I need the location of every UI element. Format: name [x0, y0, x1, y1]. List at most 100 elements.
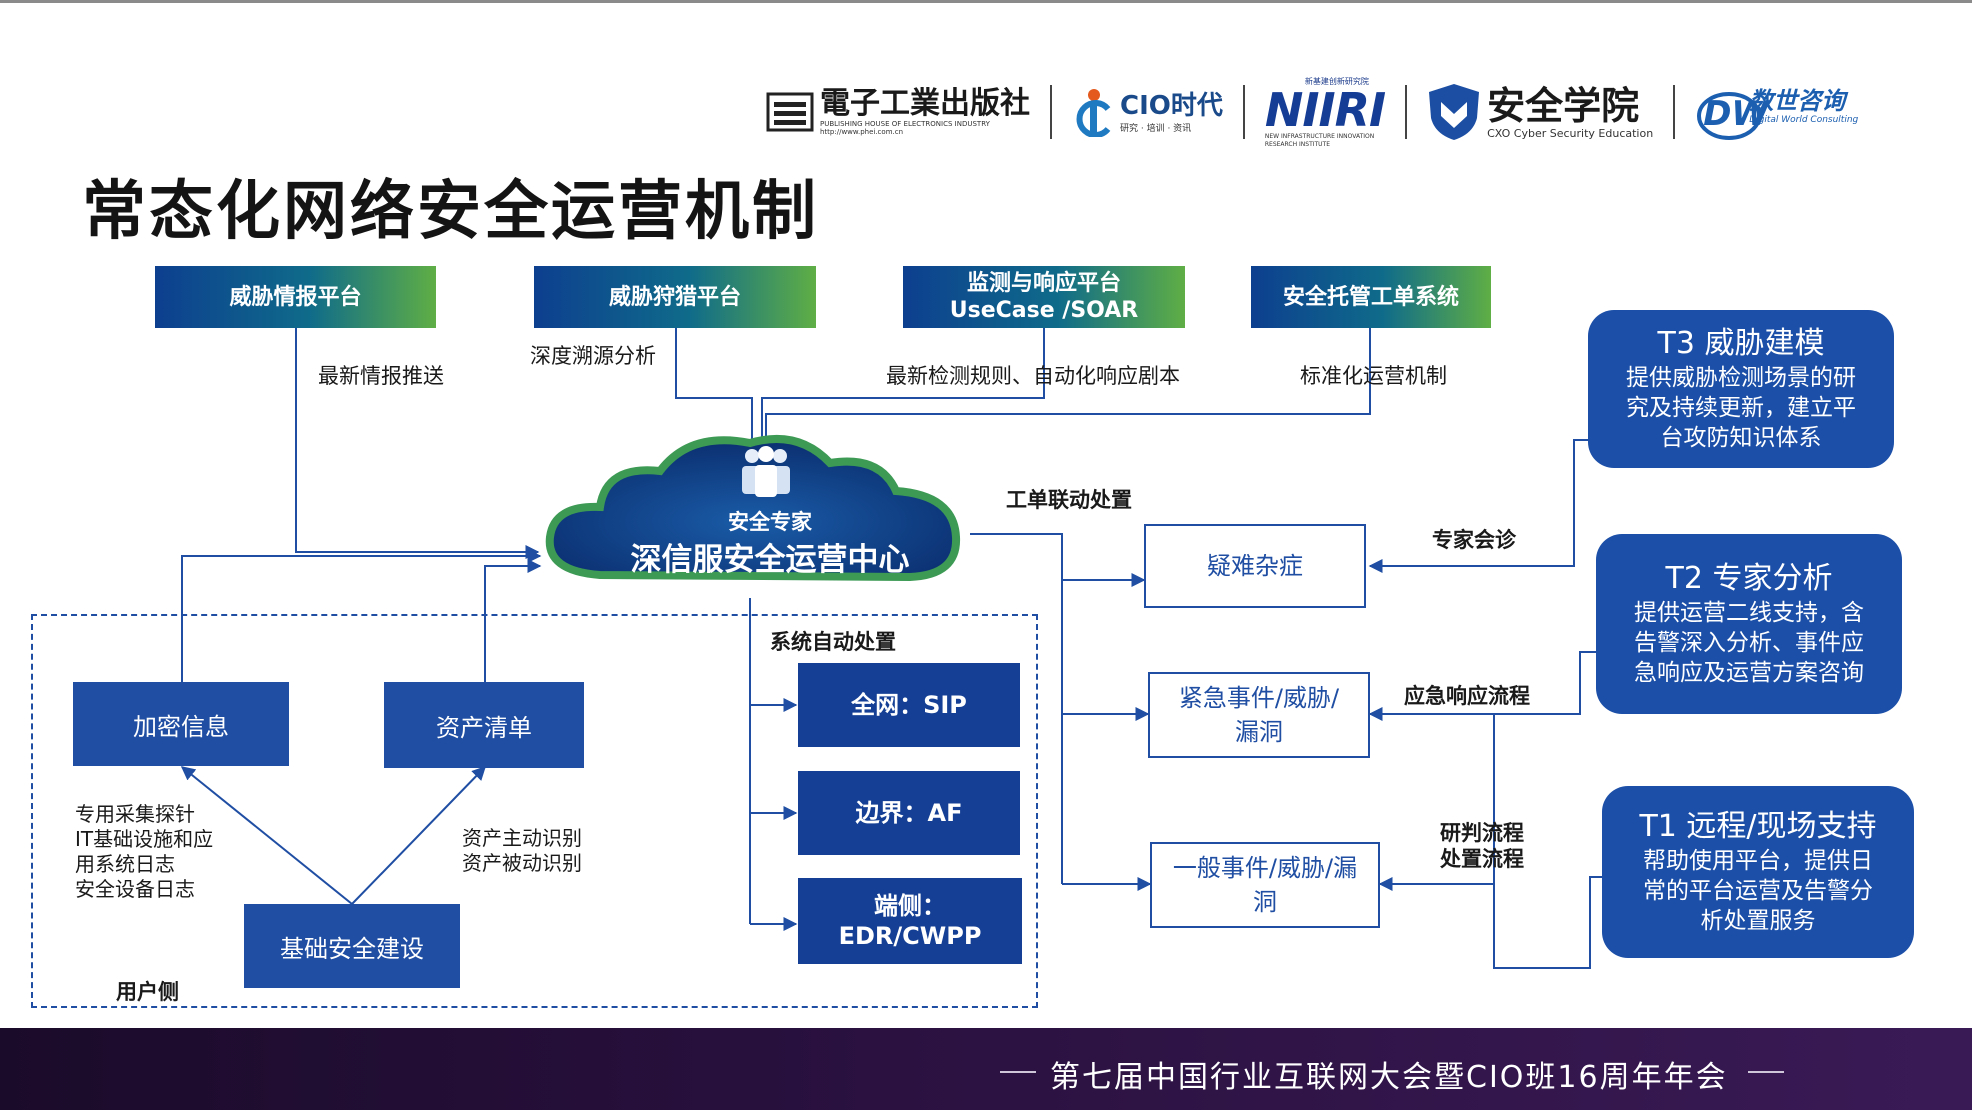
threat-intel-platform: 威胁情报平台 [155, 266, 436, 328]
academy-logo: 安全学院 CXO Cyber Security Education [1411, 72, 1669, 152]
dw-logo: DW 数世咨询 Digital World Consulting [1679, 72, 1874, 152]
tier-line: 提供运营二线支持，含 [1634, 600, 1864, 626]
footer-banner [0, 1028, 1972, 1110]
tier-line: 析处置服务 [1700, 908, 1816, 934]
tier-t3-box: T3 威胁建模 提供威胁检测场景的研 究及持续更新，建立平 台攻防知识体系 [1588, 310, 1894, 468]
ticket-system-platform: 安全托管工单系统 [1251, 266, 1491, 328]
niiri-logo: 新基建创新研究院 NIIRI NEW INFRASTRUCTURE INNOVA… [1249, 72, 1401, 152]
user-side-label: 用户侧 [116, 980, 179, 1004]
tier-line: 提供威胁检测场景的研 [1626, 365, 1856, 391]
phei-emblem-icon [766, 92, 814, 132]
event-line: 漏洞 [1235, 718, 1283, 746]
note-line: 资产主动识别 [462, 826, 582, 850]
tier-line: 台攻防知识体系 [1660, 425, 1822, 451]
academy-name: 安全学院 [1487, 83, 1640, 128]
tier-title: T2 专家分析 [1665, 561, 1833, 596]
note-line: 用系统日志 [75, 852, 175, 876]
dw-sub: Digital World Consulting [1749, 115, 1859, 125]
niiri-name: NIIRI [1264, 82, 1386, 137]
platform-label: 安全托管工单系统 [1282, 284, 1459, 310]
phei-logo: 電子工業出版社 PUBLISHING HOUSE OF ELECTRONICS … [750, 72, 1046, 152]
auto-box-af: 边界：AF [798, 771, 1020, 855]
cloud-title: 深信服安全运营中心 [630, 542, 910, 578]
threat-hunting-platform: 威胁狩猎平台 [534, 266, 816, 328]
top-border [0, 0, 1972, 3]
note-line: 专用采集探针 [75, 802, 195, 826]
platform-label: 威胁狩猎平台 [608, 284, 741, 310]
event-line: 一般事件/威胁/漏 [1172, 854, 1358, 882]
phei-sub2: http://www.phei.com.cn [820, 128, 904, 136]
hard-case-box: 疑难杂症 [1144, 524, 1366, 608]
footer-rule-left [1000, 1071, 1036, 1073]
note-line: IT基础设施和应 [75, 827, 214, 851]
cio-logo: CIO时代 研究 · 培训 · 资讯 [1056, 72, 1239, 152]
cio-name: CIO时代 [1120, 90, 1223, 121]
platform-label: 威胁情报平台 [229, 284, 362, 310]
asset-notes: 资产主动识别 资产被动识别 [462, 826, 582, 876]
page-title: 常态化网络安全运营机制 [82, 175, 819, 249]
soc-cloud [545, 434, 961, 582]
encrypted-info-box: 加密信息 [73, 682, 289, 766]
logo-separator [1242, 85, 1245, 139]
tier-line: 告警深入分析、事件应 [1634, 630, 1864, 656]
academy-sub: CXO Cyber Security Education [1487, 126, 1654, 140]
judge-line: 研判流程 [1440, 821, 1524, 845]
tier-t1-box: T1 远程/现场支持 帮助使用平台，提供日 常的平台运营及告警分 析处置服务 [1602, 786, 1914, 958]
shield-icon [1429, 84, 1480, 140]
ticket-linkage-label: 工单联动处置 [1006, 488, 1132, 512]
judge-line: 处置流程 [1440, 847, 1524, 871]
caption-detection-rules: 最新检测规则、自动化响应剧本 [886, 364, 1180, 388]
auto-box-sip: 全网：SIP [798, 663, 1020, 747]
phei-name: 電子工業出版社 [820, 86, 1030, 121]
tier-title: T1 远程/现场支持 [1639, 809, 1877, 844]
event-line: 紧急事件/威胁/ [1178, 684, 1340, 712]
platform-label-2: UseCase /SOAR [949, 298, 1139, 323]
tier-line: 帮助使用平台，提供日 [1643, 848, 1873, 874]
asset-list-box: 资产清单 [384, 682, 584, 768]
emergency-flow-label: 应急响应流程 [1404, 684, 1530, 708]
tier-line: 究及持续更新，建立平 [1626, 395, 1856, 421]
cio-emblem-icon [1076, 89, 1111, 137]
expert-group-icon [742, 446, 790, 497]
dw-name: 数世咨询 [1749, 87, 1846, 115]
tier-line: 急响应及运营方案咨询 [1634, 660, 1864, 686]
auto-box-line-2: EDR/CWPP [838, 922, 982, 950]
niiri-top: 新基建创新研究院 [1304, 76, 1369, 86]
tier-line: 常的平台运营及告警分 [1643, 878, 1873, 904]
logo-separator [1673, 85, 1676, 139]
auto-box-line: 端侧： [874, 892, 946, 920]
collection-notes: 专用采集探针 IT基础设施和应 用系统日志 安全设备日志 [75, 802, 213, 902]
urgent-event-box: 紧急事件/威胁/ 漏洞 [1148, 672, 1370, 758]
auto-box-line: 全网：SIP [851, 691, 967, 719]
caption-standard-ops: 标准化运营机制 [1300, 364, 1447, 388]
auto-box-edr: 端侧： EDR/CWPP [798, 878, 1022, 964]
footer-rule-right [1748, 1071, 1784, 1073]
logo-bar: 電子工業出版社 PUBLISHING HOUSE OF ELECTRONICS … [750, 72, 1874, 152]
general-event-box: 一般事件/威胁/漏 洞 [1150, 842, 1380, 928]
platform-label: 监测与响应平台 [966, 271, 1121, 296]
niiri-sub: NEW INFRASTRUCTURE INNOVATION RESEARCH I… [1264, 132, 1375, 148]
auto-box-line: 边界：AF [855, 799, 963, 827]
logo-separator [1050, 85, 1052, 139]
user-side-region [31, 614, 1038, 1008]
logo-separator [1405, 85, 1408, 139]
dw-mark: DW [1703, 94, 1769, 134]
expert-consult-label: 专家会诊 [1432, 528, 1516, 552]
dw-emblem-icon [1697, 92, 1762, 140]
cloud-subtitle: 安全专家 [728, 510, 812, 534]
caption-deep-trace: 深度溯源分析 [530, 344, 656, 368]
footer-text: 第七届中国行业互联网大会暨CIO班16周年年会 [1050, 1060, 1728, 1095]
note-line: 安全设备日志 [75, 877, 195, 901]
tier-title: T3 威胁建模 [1657, 326, 1825, 361]
base-security-box: 基础安全建设 [244, 904, 460, 988]
caption-intel-push: 最新情报推送 [318, 364, 444, 388]
detection-response-platform: 监测与响应平台 UseCase /SOAR [903, 266, 1185, 328]
judge-flow-label: 研判流程 处置流程 [1440, 820, 1524, 872]
note-line: 资产被动识别 [462, 851, 582, 875]
tier-t2-box: T2 专家分析 提供运营二线支持，含 告警深入分析、事件应 急响应及运营方案咨询 [1596, 534, 1902, 714]
phei-sub1: PUBLISHING HOUSE OF ELECTRONICS INDUSTRY [820, 120, 990, 128]
event-line: 洞 [1253, 888, 1277, 916]
auto-disposal-label: 系统自动处置 [770, 630, 896, 654]
cio-sub: 研究 · 培训 · 资讯 [1120, 123, 1192, 134]
